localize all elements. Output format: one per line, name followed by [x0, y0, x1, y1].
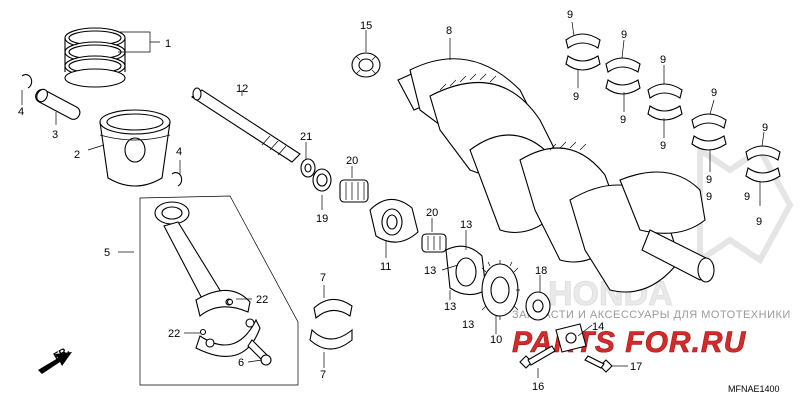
callout-20-lower: 20	[426, 207, 438, 219]
callout-9-e: 9	[660, 54, 666, 66]
callout-7-top: 7	[320, 272, 326, 284]
callout-labels: 1 2 3 4 4 5 6 7 7 8 9 9 9 9 9 9 9 9 9 9 …	[18, 9, 768, 393]
callout-9-b: 9	[573, 91, 579, 103]
front-marker-label: FR.	[52, 345, 72, 363]
main-bearing-5	[745, 145, 781, 183]
callout-9-d: 9	[620, 114, 626, 126]
callout-17: 17	[630, 361, 642, 373]
callout-16: 16	[532, 381, 544, 393]
dowel-pin-upper	[226, 298, 234, 306]
callout-9-k: 9	[706, 191, 712, 203]
callout-4-top: 4	[18, 106, 24, 118]
conrod-bearing-lower	[309, 328, 353, 350]
callout-18: 18	[535, 265, 547, 277]
leader-lines	[21, 21, 765, 378]
callout-2: 2	[74, 149, 80, 161]
drive-gear-hub	[369, 198, 419, 243]
piston-pin-clip-top	[21, 74, 33, 89]
callout-9-i: 9	[762, 122, 768, 134]
callout-22-right: 22	[256, 294, 268, 306]
main-bearing-1	[565, 33, 601, 71]
callout-1: 1	[165, 38, 171, 50]
watermark-subtitle: ЗАПЧАСТИ И АКСЕССУАРЫ ДЛЯ МОТОТЕХНИКИ	[512, 309, 791, 321]
conrod-group-frame	[139, 195, 299, 386]
roller-bearing-small	[351, 52, 381, 78]
callout-12: 12	[236, 83, 248, 95]
callout-8: 8	[446, 25, 452, 37]
callout-9-c: 9	[621, 29, 627, 41]
balancer-weight	[445, 245, 487, 296]
conrod-bearing-upper	[313, 298, 353, 320]
main-bearing-3	[647, 83, 683, 121]
callout-21: 21	[300, 131, 312, 143]
callout-13-c: 13	[444, 301, 456, 313]
callout-11: 11	[380, 261, 391, 273]
callout-9-l: 9	[744, 191, 750, 203]
callout-14: 14	[592, 321, 604, 333]
dowel-pin-lower	[199, 328, 207, 336]
needle-bearing-upper	[339, 179, 369, 203]
conrod-bolt	[247, 339, 272, 366]
callout-3: 3	[52, 129, 58, 141]
balancer-shaft	[191, 87, 301, 163]
needle-bearing-lower	[421, 233, 447, 253]
conrod-cap	[195, 318, 261, 357]
piston-pin	[35, 88, 81, 120]
callout-7-bottom: 7	[320, 369, 326, 381]
diagram-code: MFNAE1400	[728, 384, 780, 394]
callout-19: 19	[316, 213, 328, 225]
balancer-driven-gear	[481, 260, 520, 320]
callout-13-d: 13	[462, 319, 474, 331]
callout-15: 15	[360, 20, 372, 32]
front-direction-arrow: FR.	[38, 345, 72, 374]
callout-13-b: 13	[424, 265, 436, 277]
watermark-site: PARTS FOR.RU	[512, 326, 747, 359]
pulse-rotor	[555, 323, 587, 353]
callout-9-a: 9	[567, 9, 573, 21]
callout-9-g: 9	[711, 87, 717, 99]
main-bearing-2	[605, 57, 641, 95]
callout-9-f: 9	[660, 140, 666, 152]
callout-5: 5	[104, 247, 110, 259]
callout-13-a: 13	[460, 219, 472, 231]
piston-rings	[64, 27, 126, 88]
piston	[99, 109, 171, 187]
leader-1	[118, 31, 160, 53]
main-bearing-4	[691, 113, 727, 151]
piston-pin-clip-right	[171, 172, 183, 187]
callout-22-left: 22	[168, 328, 180, 340]
callout-9-h: 9	[706, 174, 712, 186]
callout-10: 10	[490, 334, 502, 346]
connecting-rod	[154, 201, 251, 317]
callout-4-right: 4	[176, 146, 182, 158]
callout-6: 6	[238, 357, 244, 369]
callout-9-j: 9	[756, 216, 762, 228]
bolt-16	[519, 345, 556, 369]
crankshaft	[397, 58, 715, 293]
callout-20-upper: 20	[346, 155, 358, 167]
